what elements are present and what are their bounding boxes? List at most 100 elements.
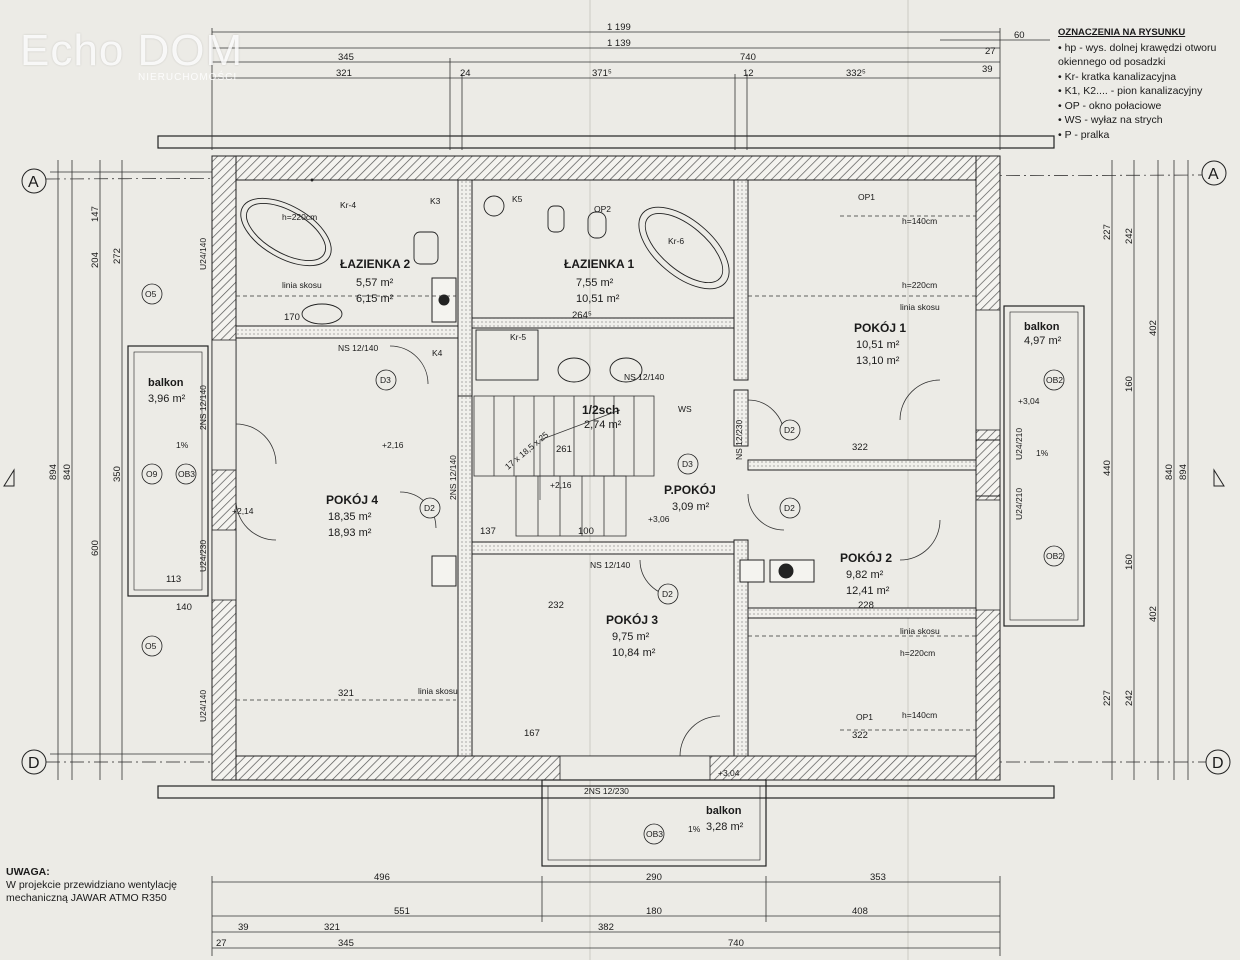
tag-d3-a: D3 <box>380 375 391 385</box>
tag-o5-a: O5 <box>145 289 157 299</box>
dim-top-24: 24 <box>460 68 471 79</box>
room-ppokoj-area: 3,09 m² <box>672 501 710 513</box>
dim-bottom-408: 408 <box>852 906 868 917</box>
room-pokoj2-area2: 12,41 m² <box>846 585 890 597</box>
dim-top-345: 345 <box>338 52 354 63</box>
room-lazienka1-name: ŁAZIENKA 1 <box>564 257 635 271</box>
dim-bottom-180: 180 <box>646 906 662 917</box>
tag-ob2-a: OB2 <box>1046 375 1063 385</box>
dim-bottom-382: 382 <box>598 922 614 933</box>
tag-o9: O9 <box>146 469 158 479</box>
label-linia-4: linia skosu <box>900 626 940 636</box>
label-kr4: Kr-4 <box>340 200 356 210</box>
label-h140-b: h=140cm <box>902 710 937 720</box>
ventilation-ducts <box>431 277 815 587</box>
dim-322-a: 322 <box>852 442 868 453</box>
opening-tags <box>141 283 1065 845</box>
label-stairs: 17 x 18,5 x 25 <box>503 429 551 471</box>
axis-a-left: A <box>28 174 39 191</box>
room-pokoj4-name: POKÓJ 4 <box>326 492 378 507</box>
dim-100: 100 <box>578 526 594 537</box>
room-ppokoj-name: P.POKÓJ <box>664 482 716 497</box>
dim-top-321: 321 <box>336 68 352 79</box>
top-dimensions <box>211 28 1050 150</box>
room-pokoj2-name: POKÓJ 2 <box>840 550 892 565</box>
left-dimensions <box>50 160 212 780</box>
axis-d-left: D <box>28 755 40 772</box>
label-kr5: Kr-5 <box>510 332 526 342</box>
label-linia-3: linia skosu <box>418 686 458 696</box>
room-pokoj1-name: POKÓJ 1 <box>854 320 906 335</box>
dim-top-332: 332⁵ <box>846 68 866 79</box>
dim-right-160b: 160 <box>1124 554 1135 570</box>
dim-top-12: 12 <box>743 68 754 79</box>
label-level-304: +3,04 <box>1018 396 1040 406</box>
room-lazienka1-area2: 10,51 m² <box>576 293 620 305</box>
balcony-right-area: 4,97 m² <box>1024 335 1062 347</box>
room-lazienka2-area2: 6,15 m² <box>356 293 394 305</box>
label-u24-210-a: U24/210 <box>1014 428 1024 460</box>
legend-item: • OP - okno połaciowe <box>1058 99 1162 112</box>
watermark-brand: Echo DOM <box>20 26 244 75</box>
dim-bottom-353: 353 <box>870 872 886 883</box>
label-level-216b: +2,16 <box>550 480 572 490</box>
dim-228: 228 <box>858 600 874 611</box>
tag-ob3-b: OB3 <box>178 469 195 479</box>
label-op1-bottom: OP1 <box>856 712 873 722</box>
legend-item: • hp - wys. dolnej krawędzi otworu okien… <box>1058 41 1217 69</box>
room-sch-area: 2,74 m² <box>584 419 622 431</box>
dim-top-1139: 1 139 <box>607 38 631 49</box>
dim-bottom-345: 345 <box>338 938 354 949</box>
tag-d2-c: D2 <box>784 503 795 513</box>
slope-lines <box>236 215 976 731</box>
tag-d2-a: D2 <box>424 503 435 513</box>
label-ns-3: NS 12/140 <box>590 560 630 570</box>
tag-d3-b: D3 <box>682 459 693 469</box>
tag-o5-b: O5 <box>145 641 157 651</box>
room-pokoj1-area1: 10,51 m² <box>856 339 900 351</box>
room-lazienka2-name: ŁAZIENKA 2 <box>340 257 411 271</box>
dim-264: 264⁵ <box>572 310 592 321</box>
wall-openings <box>211 309 1001 781</box>
dim-top-60: 60 <box>1014 30 1025 41</box>
room-lazienka1-area1: 7,55 m² <box>576 277 614 289</box>
tag-ob3-a: OB3 <box>646 829 663 839</box>
label-u24-140-a: U24/140 <box>198 238 208 270</box>
dim-bottom-27: 27 <box>216 938 227 949</box>
label-op2: OP2 <box>594 204 611 214</box>
dim-top-371: 371⁵ <box>592 68 612 79</box>
dim-right-227b: 227 <box>1102 690 1113 706</box>
label-kr6: Kr-6 <box>668 236 684 246</box>
balcony-bottom-area: 3,28 m² <box>706 821 744 833</box>
tag-d2-d: D2 <box>662 589 673 599</box>
dim-right-440: 440 <box>1102 460 1113 476</box>
dim-113: 113 <box>166 574 181 585</box>
dim-bottom-740: 740 <box>728 938 744 949</box>
dim-left-350: 350 <box>112 466 123 482</box>
room-pokoj1-area2: 13,10 m² <box>856 355 900 367</box>
dim-bottom-321: 321 <box>324 922 340 933</box>
room-lazienka2-area1: 5,57 m² <box>356 277 394 289</box>
label-h140-a: h=140cm <box>902 216 937 226</box>
legend-item: • Kr- kratka kanalizacyjna <box>1058 70 1177 83</box>
dim-bottom-290: 290 <box>646 872 662 883</box>
dim-left-894: 894 <box>48 464 59 480</box>
dim-140: 140 <box>176 602 192 613</box>
watermark-sub: NIERUCHOMOŚCI <box>138 72 238 83</box>
bathroom-fixtures <box>240 178 730 383</box>
label-h220-b: h=220cm <box>902 280 937 290</box>
balconies <box>127 305 1085 867</box>
label-linia-2: linia skosu <box>900 302 940 312</box>
dim-right-402a: 402 <box>1148 320 1159 336</box>
dim-right-402b: 402 <box>1148 606 1159 622</box>
label-u24-210-b: U24/210 <box>1014 488 1024 520</box>
dim-right-160a: 160 <box>1124 376 1135 392</box>
label-slope-3: 1% <box>688 824 701 834</box>
dim-left-204: 204 <box>90 252 101 268</box>
dim-322-b: 322 <box>852 730 868 741</box>
ventilation-note: UWAGA: W projekcie przewidziano wentylac… <box>6 866 177 905</box>
dim-left-272: 272 <box>112 248 123 264</box>
room-pokoj3-area2: 10,84 m² <box>612 647 656 659</box>
dim-bottom-39: 39 <box>238 922 249 933</box>
